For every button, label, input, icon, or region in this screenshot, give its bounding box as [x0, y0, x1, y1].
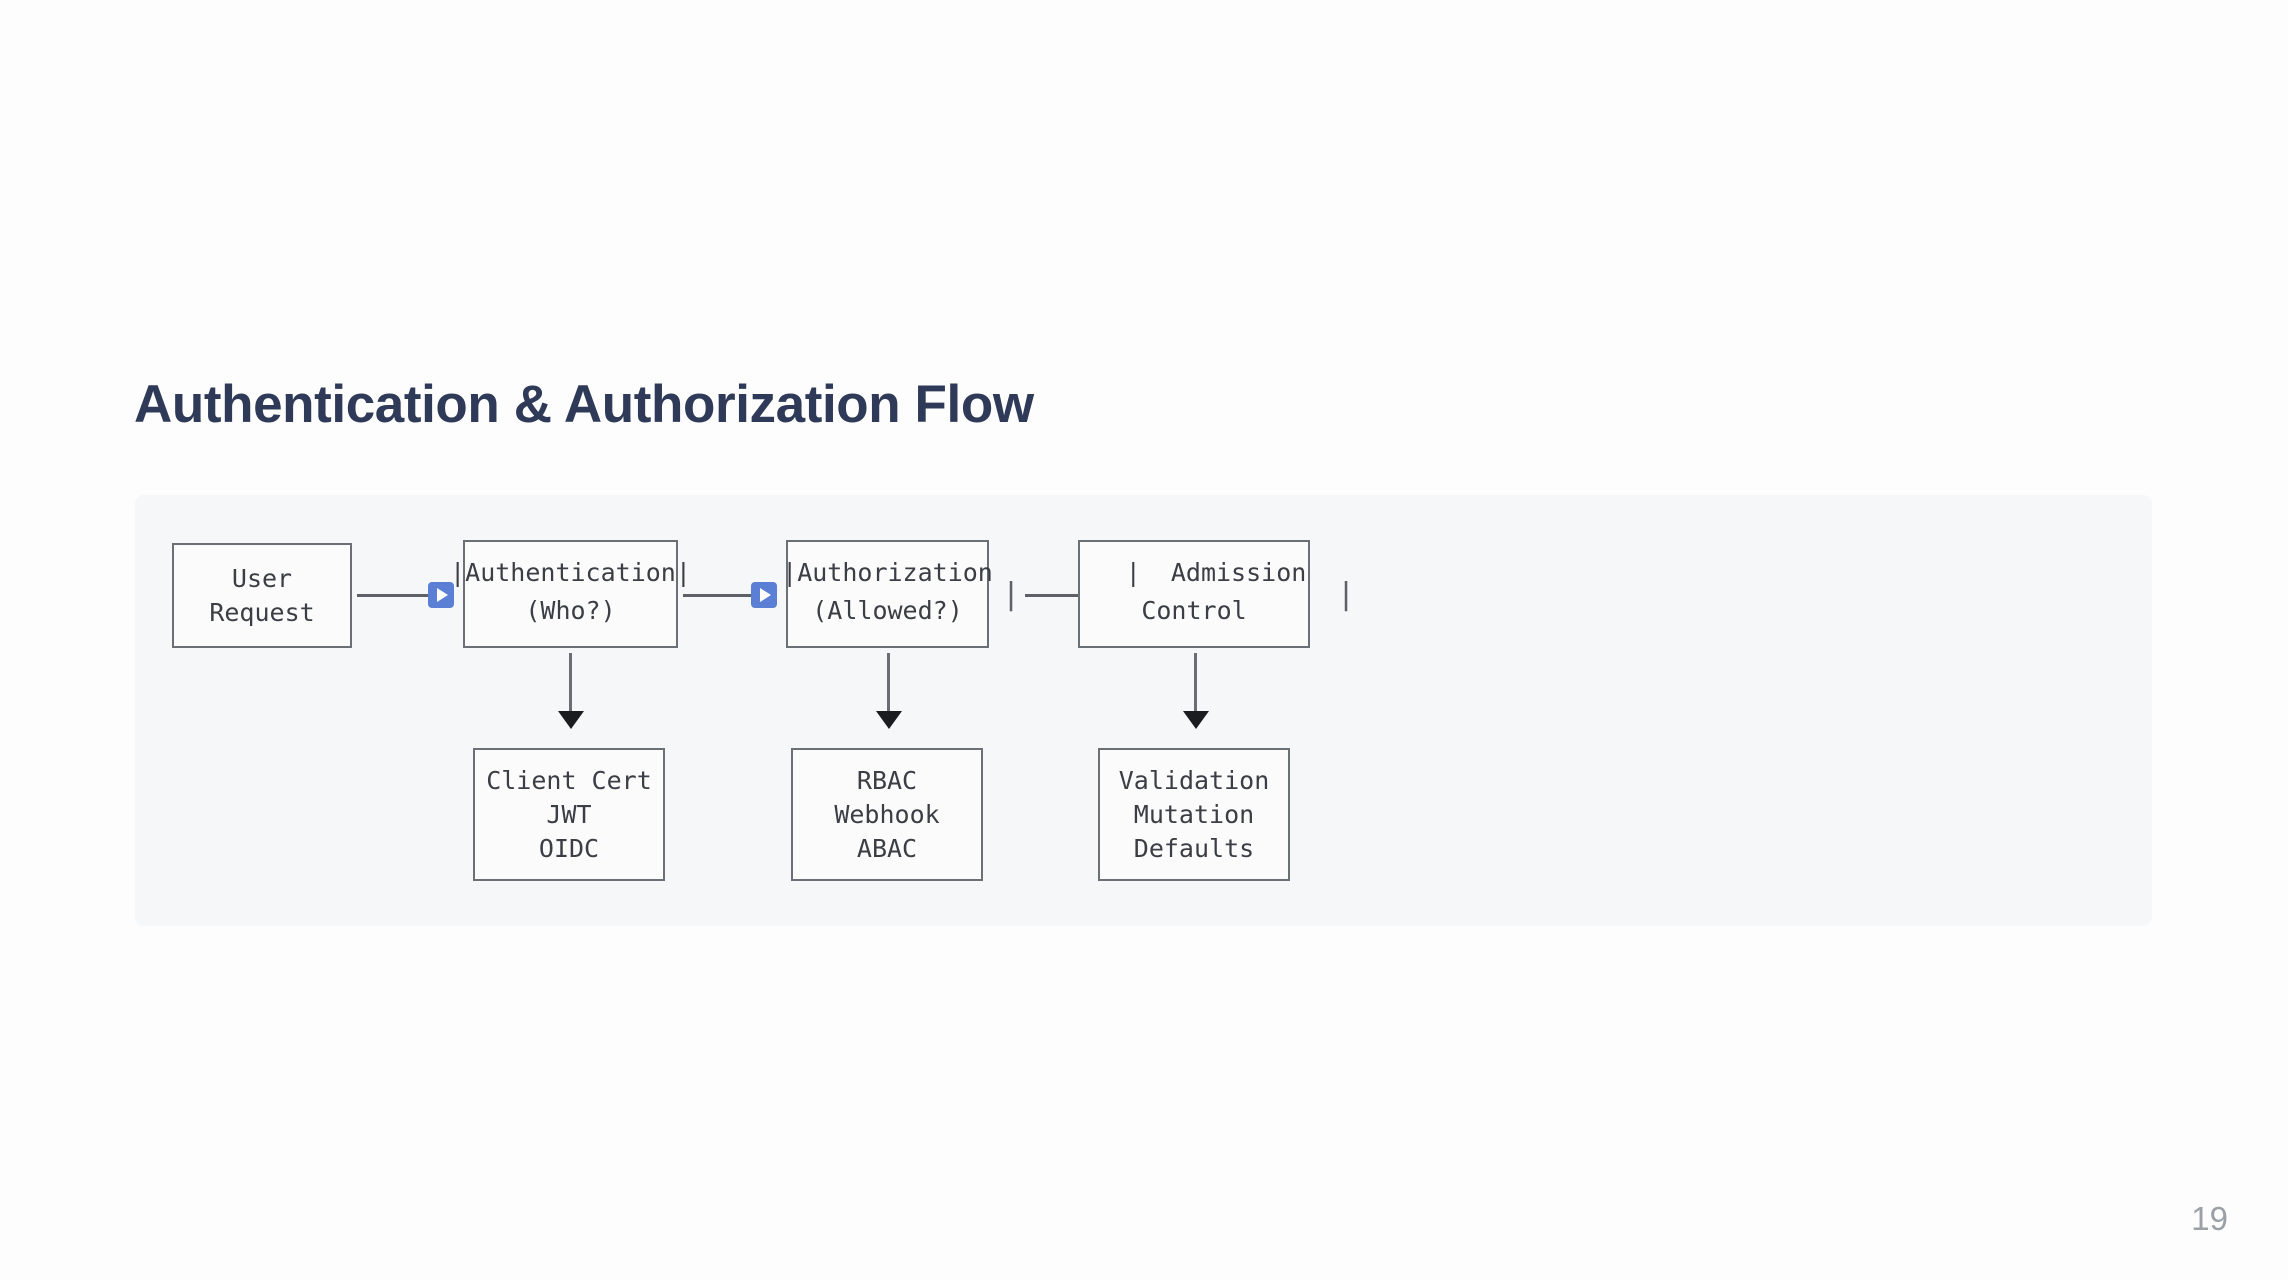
detail-box-line: ABAC	[856, 833, 918, 863]
arrow-icon-1	[428, 582, 454, 608]
detail-box-line: OIDC	[538, 833, 600, 863]
flow-box-authentication: |Authentication| (Who?)	[450, 540, 691, 648]
flow-box-line: | Admission	[1125, 558, 1307, 587]
detail-box-line: JWT	[546, 799, 592, 829]
flow-box-user-request: User Request	[172, 543, 352, 648]
flow-box-line: |Authorization	[782, 558, 993, 587]
detail-box-line: Client Cert	[486, 765, 652, 795]
flow-box-line: User	[231, 563, 293, 593]
flow-box-line: (Who?)	[525, 596, 616, 625]
flow-box-line: Request	[209, 597, 315, 627]
detail-box-line: RBAC	[856, 765, 918, 795]
connector-line-2	[683, 594, 755, 597]
detail-box-authz-methods: RBAC Webhook ABAC	[791, 748, 983, 881]
down-arrow-icon-2	[876, 711, 902, 729]
connector-line-1	[357, 594, 432, 597]
down-connector-line-3	[1194, 653, 1197, 713]
down-connector-line-1	[569, 653, 572, 713]
detail-box-line: Validation	[1118, 765, 1270, 795]
flow-box-admission-control: | Admission Control	[1078, 540, 1310, 648]
flow-box-authorization: |Authorization (Allowed?)	[782, 540, 993, 648]
connector-line-3	[1025, 594, 1097, 597]
page-number: 19	[2191, 1200, 2228, 1237]
down-arrow-icon-3	[1183, 711, 1209, 729]
detail-box-line: Mutation	[1133, 799, 1255, 829]
detail-box-auth-methods: Client Cert JWT OIDC	[473, 748, 665, 881]
flow-box-line: (Allowed?)	[812, 596, 963, 625]
arrow-icon-2	[751, 582, 777, 608]
flow-box-line: Control	[1141, 596, 1247, 625]
down-connector-line-2	[887, 653, 890, 713]
flow-box-line: |Authentication|	[450, 558, 691, 587]
detail-box-line: Defaults	[1133, 833, 1255, 863]
diagram-panel: User Request |Authentication| (Who?) |Au…	[135, 495, 2152, 926]
down-arrow-icon-1	[558, 711, 584, 729]
pipe-glyph-after-authorization: |	[1002, 577, 1021, 612]
detail-box-line: Webhook	[834, 799, 940, 829]
pipe-glyph-trailing: |	[1337, 577, 1356, 612]
page-title: Authentication & Authorization Flow	[134, 375, 1034, 434]
detail-box-admission-methods: Validation Mutation Defaults	[1098, 748, 1290, 881]
